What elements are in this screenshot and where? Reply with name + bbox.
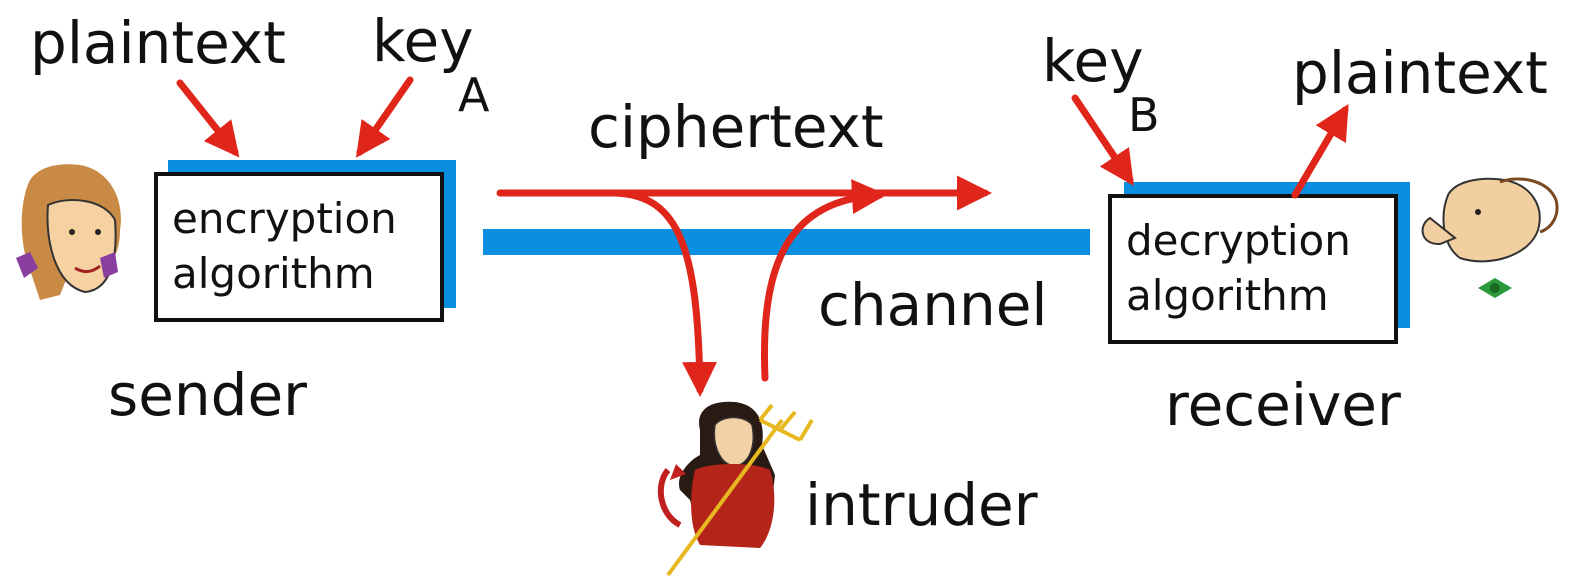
key-a-subscript: A [458, 68, 490, 122]
encryption-box: encryption algorithm [154, 172, 444, 322]
receiver-person-icon [1421, 177, 1559, 298]
intercept-arrow [611, 189, 718, 397]
plaintext-in-arrow [176, 79, 240, 158]
intruder-label: intruder [805, 471, 1038, 539]
plaintext-out-label: plaintext [1292, 39, 1548, 107]
trident-icon [666, 403, 814, 577]
decryption-box: decryption algorithm [1108, 194, 1398, 344]
key-a-label: key [372, 7, 474, 75]
encryption-box-line2: algorithm [172, 249, 375, 298]
receiver-label: receiver [1165, 371, 1401, 439]
key-b-label: key [1042, 27, 1144, 95]
key-b-arrow [1071, 94, 1134, 186]
intruder-devil-icon [657, 401, 775, 548]
inject-arrow [760, 179, 887, 382]
key-a-arrow [356, 76, 414, 158]
sender-person-icon [16, 164, 121, 300]
decryption-box-line1: decryption [1126, 216, 1351, 266]
decryption-box-line2: algorithm [1126, 271, 1329, 320]
encryption-box-line1: encryption [172, 194, 397, 244]
channel-label: channel [818, 271, 1048, 339]
ciphertext-label: ciphertext [588, 93, 884, 161]
key-b-subscript: B [1128, 88, 1160, 142]
plaintext-in-label: plaintext [30, 9, 286, 77]
sender-label: sender [108, 361, 308, 429]
plaintext-out-arrow [1291, 103, 1349, 199]
